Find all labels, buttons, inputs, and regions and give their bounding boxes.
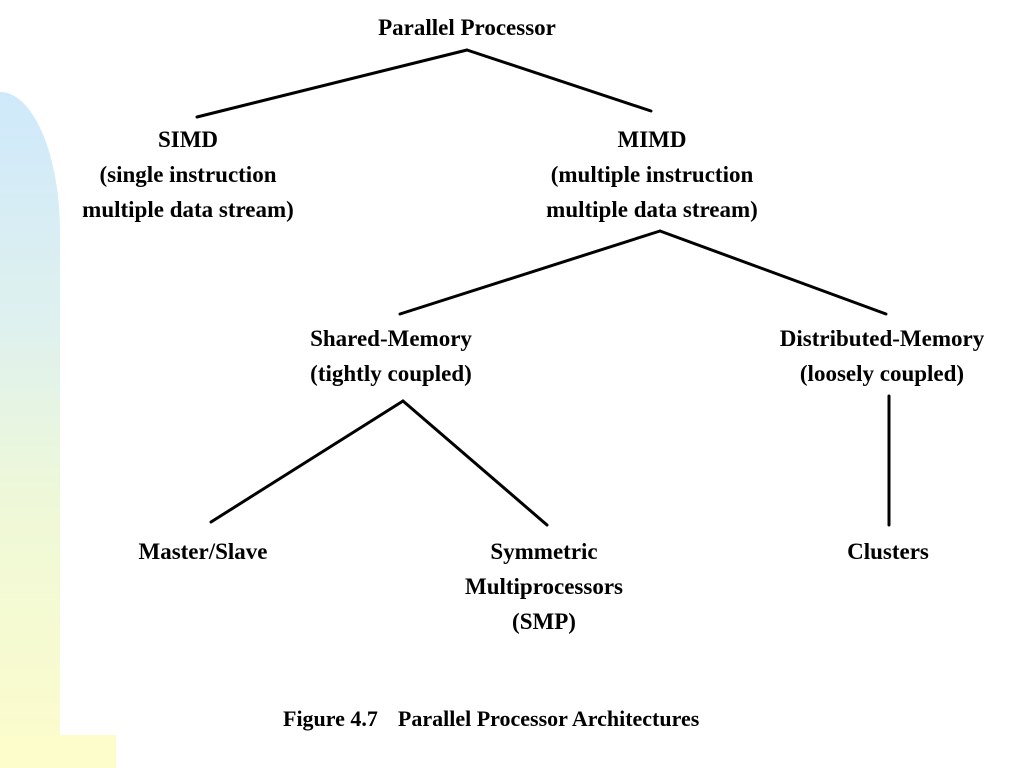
decorative-bottom-block	[0, 735, 116, 768]
node-clusters: Clusters	[847, 534, 929, 569]
node-shared-memory: Shared-Memory (tightly coupled)	[310, 321, 472, 391]
node-subtitle-line: multiple data stream)	[82, 197, 294, 222]
node-subtitle-line: Multiprocessors	[464, 574, 624, 599]
node-title: Clusters	[847, 539, 929, 564]
figure-caption-text: Parallel Processor Architectures	[397, 706, 700, 731]
figure-number: Figure 4.7	[283, 706, 378, 731]
node-subtitle-line: (loosely coupled)	[799, 361, 965, 386]
node-title: Master/Slave	[138, 539, 268, 564]
node-master-slave: Master/Slave	[138, 534, 267, 569]
node-simd: SIMD (single instruction multiple data s…	[82, 122, 294, 227]
edge-shared-memory-master-slave	[209, 399, 405, 524]
node-subtitle-line: (SMP)	[512, 609, 576, 634]
node-smp: Symmetric Multiprocessors (SMP)	[465, 534, 623, 639]
node-title: MIMD	[617, 127, 687, 152]
node-subtitle-line: (single instruction	[99, 162, 277, 187]
edge-mimd-distributed-memory	[658, 229, 888, 316]
node-title: Distributed-Memory	[779, 326, 985, 351]
decorative-gradient-strip	[0, 92, 60, 768]
node-distributed-memory: Distributed-Memory (loosely coupled)	[780, 321, 984, 391]
edge-shared-memory-smp	[401, 399, 549, 527]
node-subtitle-line: multiple data stream)	[546, 197, 758, 222]
node-title: SIMD	[157, 127, 219, 152]
node-mimd: MIMD (multiple instruction multiple data…	[546, 122, 758, 227]
node-title: Parallel Processor	[378, 15, 556, 40]
edge-root-mimd	[465, 48, 653, 113]
edge-root-simd	[195, 48, 469, 119]
node-title: Symmetric	[490, 539, 598, 564]
node-subtitle-line: (tightly coupled)	[310, 361, 472, 386]
node-parallel-processor: Parallel Processor	[378, 10, 556, 45]
edge-mimd-shared-memory	[398, 229, 662, 316]
node-subtitle-line: (multiple instruction	[550, 162, 754, 187]
node-title: Shared-Memory	[310, 326, 472, 351]
figure-caption: Figure 4.7 Parallel Processor Architectur…	[283, 704, 699, 734]
